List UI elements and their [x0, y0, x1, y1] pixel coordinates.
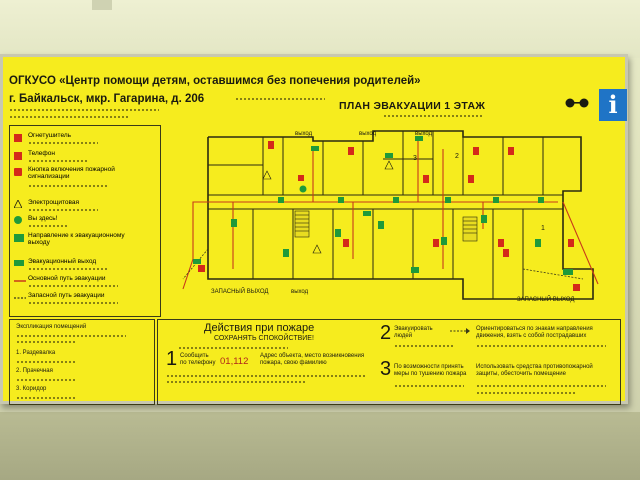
legend-label: Эвакуационный выход: [28, 258, 97, 265]
plan-title: ПЛАН ЭВАКУАЦИИ 1 ЭТАЖ: [339, 100, 486, 112]
room-number: 1: [541, 225, 545, 232]
legend-label: Кнопка включения пожарной сигнализации: [28, 166, 115, 180]
braille-strip: [28, 184, 108, 188]
braille-strip: [383, 114, 483, 118]
explication-title: Экспликация помещений: [16, 324, 87, 330]
emergency-phone: 01,112: [220, 356, 249, 367]
braille-strip: [394, 344, 454, 348]
braille-strip: [476, 384, 606, 388]
actions-subtitle: СОХРАНЯТЬ СПОКОЙСТВИЕ!: [214, 335, 314, 342]
step-text: Ориентироваться по знакам направления: [476, 326, 593, 332]
step-text: По возможности принять: [394, 364, 464, 370]
step-number: 3: [380, 358, 392, 380]
explication-item: 1. Раздевалка: [16, 350, 56, 356]
braille-strip: [16, 334, 126, 338]
step-text: Адрес объекта, место возникновения: [260, 353, 365, 359]
step-number: 1: [166, 348, 178, 370]
braille-strip: [166, 374, 366, 378]
info-icon: i: [599, 89, 627, 121]
evacuation-plan-sign: ОГКУСО «Центр помощи детям, оставшимся б…: [0, 54, 628, 405]
fire-actions-panel: Действия при пожаре СОХРАНЯТЬ СПОКОЙСТВИ…: [157, 319, 621, 405]
step-text: Эвакуировать: [394, 326, 433, 332]
legend-label: Основной путь эвакуации: [28, 275, 106, 282]
fire-extinguisher-icon: [14, 134, 22, 142]
route-arrow-icon: [450, 328, 470, 334]
braille-strip: [28, 159, 88, 163]
glasses-icon: [565, 98, 589, 108]
legend-label: Запасной путь эвакуации: [28, 292, 105, 299]
braille-strip: [394, 384, 464, 388]
legend-label: Вы здесь!: [28, 215, 58, 222]
braille-strip: [28, 208, 98, 212]
legend-label: Электрощитовая: [28, 199, 80, 206]
exit-label: выход: [415, 131, 433, 137]
organization-title: ОГКУСО «Центр помощи детям, оставшимся б…: [9, 75, 421, 87]
wall-fixture: [92, 0, 112, 10]
step-text: Использовать средства противопожарной: [476, 364, 593, 370]
step-text: движения, взять с собой пострадавших: [476, 333, 587, 339]
spare-route-icon: [14, 297, 26, 299]
braille-strip: [16, 396, 76, 400]
alarm-button-icon: [14, 168, 22, 176]
spare-exit-label: ЗАПАСНЫЙ ВЫХОД: [517, 297, 575, 303]
room-number: 2: [455, 153, 459, 160]
phone-icon: [14, 152, 22, 160]
braille-strip: [9, 108, 159, 112]
braille-strip: [16, 360, 76, 364]
exit-label: выход: [291, 289, 309, 295]
floor-plan-map: [182, 130, 599, 300]
braille-strip: [9, 115, 129, 119]
exit-sign-icon: [14, 260, 24, 266]
braille-strip: [476, 391, 576, 395]
braille-strip: [178, 346, 288, 350]
legend-label: Телефон: [28, 150, 55, 157]
braille-strip: [476, 344, 606, 348]
explication-item: 3. Коридор: [16, 386, 47, 392]
step-text: Сообщить: [180, 353, 209, 359]
legend-panel: Огнетушитель Телефон Кнопка включения по…: [9, 125, 161, 317]
step-text: меры по тушению пожара: [394, 371, 467, 377]
step-text: людей: [394, 333, 413, 339]
braille-strip: [16, 378, 76, 382]
room-number: 3: [413, 155, 417, 162]
step-text: по телефону: [180, 360, 216, 366]
braille-strip: [28, 267, 108, 271]
electric-panel-icon: [14, 200, 22, 208]
main-route-icon: [14, 280, 26, 282]
address-text: г. Байкальск, мкр. Гагарина, д. 206: [9, 93, 205, 105]
spare-exit-label: ЗАПАСНЫЙ ВЫХОД: [211, 289, 269, 295]
braille-strip: [235, 97, 325, 101]
braille-strip: [28, 284, 118, 288]
explication-item: 2. Прачечная: [16, 368, 53, 374]
braille-strip: [28, 301, 118, 305]
explication-panel: Экспликация помещений 1. Раздевалка 2. П…: [9, 319, 155, 405]
step-text: защиты, обесточить помещение: [476, 371, 566, 377]
you-are-here-icon: [14, 216, 22, 224]
actions-title: Действия при пожаре: [204, 322, 315, 334]
exit-label: выход: [295, 131, 313, 137]
step-number: 2: [380, 322, 392, 344]
exit-label: выход: [359, 131, 377, 137]
legend-label: Огнетушитель: [28, 132, 72, 139]
braille-strip: [28, 224, 68, 228]
braille-strip: [166, 380, 306, 384]
braille-strip: [28, 141, 98, 145]
braille-strip: [16, 340, 76, 344]
exit-direction-icon: [14, 234, 24, 242]
step-text: пожара, свою фамилию: [260, 360, 327, 366]
legend-label: Направление к эвакуационному выходу: [28, 232, 125, 246]
wall-background-bottom: [0, 412, 640, 480]
